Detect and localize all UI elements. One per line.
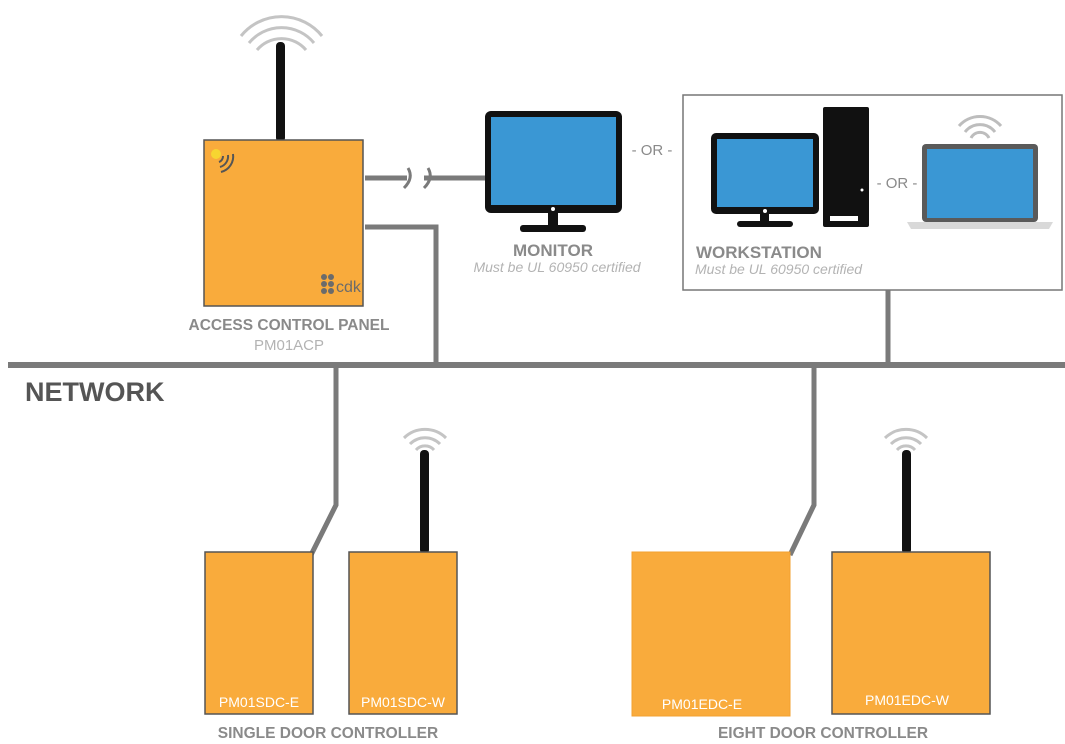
antenna-icon: [276, 42, 285, 142]
edc-wireless-model: PM01EDC-W: [865, 692, 950, 708]
panel-monitor-link: [365, 167, 488, 190]
workstation-group: - OR - WORKSTATION Must be UL 60950 cert…: [682, 94, 1063, 291]
panel-title: ACCESS CONTROL PANEL: [189, 317, 390, 334]
panel-network-link: [365, 224, 439, 365]
edc-wired-box: [631, 551, 791, 717]
workstation-title: WORKSTATION: [696, 243, 822, 262]
monitor-note: Must be UL 60950 certified: [473, 259, 641, 275]
or-label: - OR -: [632, 142, 673, 159]
desktop-monitor-icon: [711, 133, 819, 227]
status-led-icon: [211, 149, 221, 159]
sdc-wireless-model: PM01SDC-W: [361, 694, 446, 710]
edc-network-link: [787, 365, 817, 557]
workstation-or-label: - OR -: [877, 175, 918, 192]
eight-door-controller: PM01EDC-E PM01EDC-W EIGHT DOOR CONTROLLE…: [631, 427, 991, 742]
access-control-panel: cdk ACCESS CONTROL PANEL PM01ACP: [189, 15, 390, 354]
network-label: NETWORK: [25, 377, 165, 407]
panel-box: [203, 139, 364, 307]
panel-wireless-icon: [218, 153, 235, 173]
wifi-signal-icon: [239, 15, 324, 52]
sdc-wired-model: PM01SDC-E: [219, 694, 299, 710]
edc-wireless-box: [831, 551, 991, 715]
single-door-controller: PM01SDC-E PM01SDC-W SINGLE DOOR CONTROLL…: [204, 427, 458, 742]
sdc-antenna-icon: [420, 450, 429, 554]
monitor-icon: [485, 111, 622, 232]
computer-tower-icon: [823, 107, 869, 227]
monitor: - OR - MONITOR Must be UL 60950 certifie…: [473, 111, 672, 275]
edc-wired-model: PM01EDC-E: [662, 696, 742, 712]
edc-title: EIGHT DOOR CONTROLLER: [718, 725, 928, 742]
laptop-icon: [907, 115, 1053, 229]
sdc-wireless-box: [348, 551, 458, 715]
svg-text:cdk: cdk: [336, 279, 362, 296]
laptop-wifi-icon: [957, 115, 1003, 139]
sdc-wifi-icon: [402, 427, 448, 452]
edc-antenna-icon: [902, 450, 911, 554]
sdc-network-link: [308, 365, 339, 557]
sdc-title: SINGLE DOOR CONTROLLER: [218, 725, 438, 742]
monitor-title: MONITOR: [513, 241, 593, 260]
cdk-logo: cdk: [321, 274, 362, 296]
edc-wifi-icon: [883, 427, 929, 452]
sdc-wired-box: [204, 551, 314, 715]
panel-model: PM01ACP: [254, 337, 324, 354]
workstation-note: Must be UL 60950 certified: [695, 261, 863, 277]
